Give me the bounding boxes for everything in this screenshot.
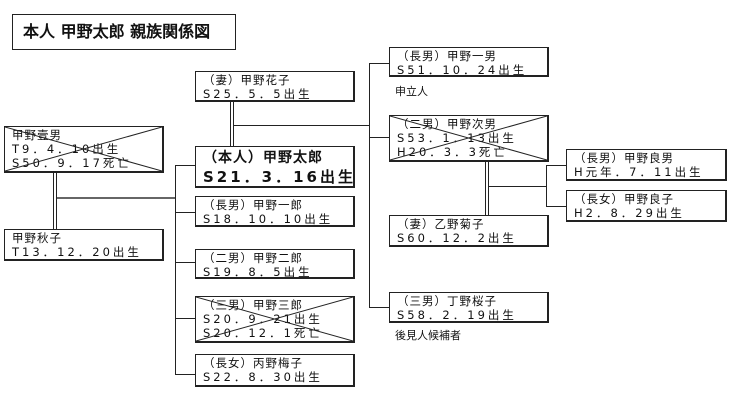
grandchildren-trunk-line <box>546 165 547 206</box>
person-name: （長女）丙野梅子 <box>203 356 303 370</box>
branch-line <box>175 318 195 319</box>
birth-date: S18．10．10出生 <box>203 212 334 226</box>
parents-to-children-line <box>57 197 175 199</box>
branch-line <box>546 165 566 166</box>
person-child3: （三男）丁野桜子 S58．2．19出生 <box>389 292 549 323</box>
person-sibling1: （長男）甲野一郎 S18．10．10出生 <box>195 196 355 227</box>
person-sibling3: （三男）甲野三郎 S20．9．21出生 S20．12．1死亡 <box>195 296 355 343</box>
death-date: S20．12．1死亡 <box>203 326 323 340</box>
death-date: S50．9．17死亡 <box>12 156 132 170</box>
birth-date: T9．4．10出生 <box>12 142 122 156</box>
branch-line <box>175 374 195 375</box>
death-date: H20．3．3死亡 <box>397 145 508 159</box>
birth-date: S53．1．13出生 <box>397 131 517 145</box>
branch-line <box>546 206 566 207</box>
diagram-title: 本人 甲野太郎 親族関係図 <box>12 14 236 50</box>
person-name: （三男）甲野三郎 <box>203 298 303 312</box>
birth-date: H元年．7．11出生 <box>574 165 704 179</box>
person-name: 甲野秋子 <box>12 231 62 245</box>
branch-line <box>175 165 195 166</box>
siblings-trunk-line <box>175 165 176 375</box>
branch-line <box>175 212 195 213</box>
birth-date: S58．2．19出生 <box>397 308 517 322</box>
branch-line <box>369 63 389 64</box>
person-name: （長男）甲野一郎 <box>203 198 303 212</box>
child2-marriage-line <box>485 161 489 215</box>
person-name: 甲野壹男 <box>12 128 62 142</box>
person-self: （本人）甲野太郎 S21．3．16出生 <box>195 146 355 188</box>
person-name: （本人）甲野太郎 <box>203 150 323 166</box>
person-child1: （長男）甲野一男 S51．10．24出生 <box>389 47 549 77</box>
birth-date: T13．12．20出生 <box>12 245 142 259</box>
birth-date: S20．9．21出生 <box>203 312 323 326</box>
person-name: （長男）甲野一男 <box>397 49 497 63</box>
guardian-candidate-note: 後見人候補者 <box>395 329 461 342</box>
self-marriage-line <box>230 101 234 146</box>
person-name: （長女）甲野良子 <box>574 192 674 206</box>
birth-date: S51．10．24出生 <box>397 63 528 77</box>
person-name: （二男）甲野次男 <box>397 117 497 131</box>
branch-line <box>369 137 389 138</box>
person-grandchild2: （長女）甲野良子 H2．8．29出生 <box>566 190 727 222</box>
person-child2: （二男）甲野次男 S53．1．13出生 H20．3．3死亡 <box>389 115 549 162</box>
person-mother: 甲野秋子 T13．12．20出生 <box>4 229 164 261</box>
birth-date: S19．8．5出生 <box>203 265 313 279</box>
person-sibling4: （長女）丙野梅子 S22．8．30出生 <box>195 354 355 387</box>
person-name: （妻）甲野花子 <box>203 73 291 87</box>
parents-marriage-line <box>53 172 57 229</box>
person-name: （二男）甲野二郎 <box>203 251 303 265</box>
person-sibling2: （二男）甲野二郎 S19．8．5出生 <box>195 249 355 279</box>
person-wife: （妻）甲野花子 S25．5．5出生 <box>195 71 355 102</box>
person-name: （妻）乙野菊子 <box>397 217 485 231</box>
children-trunk-line <box>369 63 370 308</box>
self-to-children-line <box>234 125 369 126</box>
petitioner-note: 申立人 <box>395 85 428 98</box>
branch-line <box>175 262 195 263</box>
person-father: 甲野壹男 T9．4．10出生 S50．9．17死亡 <box>4 126 164 173</box>
birth-date: S60．12．2出生 <box>397 231 517 245</box>
person-name: （三男）丁野桜子 <box>397 294 497 308</box>
birth-date: S21．3．16出生 <box>203 168 355 186</box>
person-child2-wife: （妻）乙野菊子 S60．12．2出生 <box>389 215 549 247</box>
birth-date: H2．8．29出生 <box>574 206 685 220</box>
branch-line <box>369 307 389 308</box>
child2-to-grandchildren-line <box>489 186 546 187</box>
birth-date: S25．5．5出生 <box>203 87 313 101</box>
birth-date: S22．8．30出生 <box>203 370 323 384</box>
person-grandchild1: （長男）甲野良男 H元年．7．11出生 <box>566 149 727 181</box>
person-name: （長男）甲野良男 <box>574 151 674 165</box>
